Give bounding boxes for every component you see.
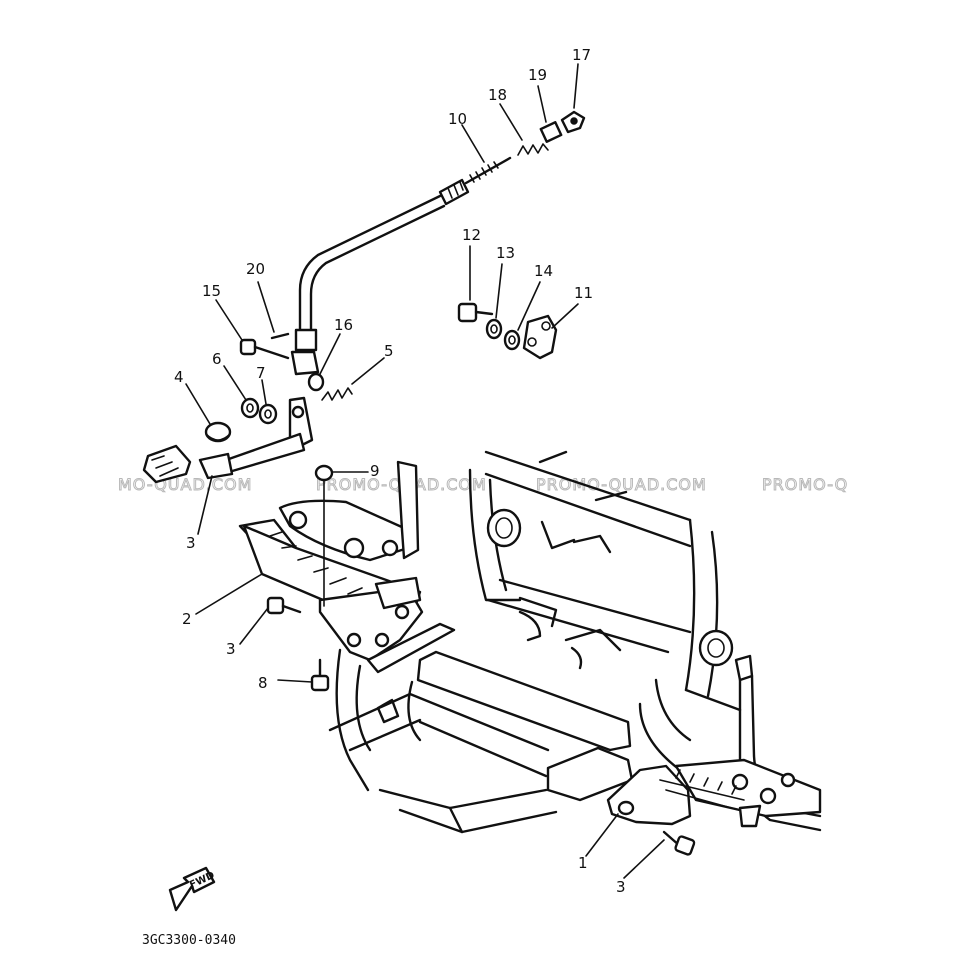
spring-17 [307, 372, 325, 392]
callout-21: 19 [528, 66, 547, 84]
bolt-16 [239, 338, 290, 360]
watermark-left: MO-QUAD.COM [118, 475, 252, 494]
washer-15 [503, 329, 521, 351]
spring-20 [517, 143, 549, 156]
callout-19: 17 [572, 46, 591, 64]
callout-11: 10 [448, 110, 467, 128]
brake-cable [290, 156, 512, 376]
bolt-13 [457, 302, 494, 323]
joint-19 [560, 110, 586, 134]
callout-2: 2 [182, 610, 192, 628]
callout-13: 12 [462, 226, 481, 244]
fwd-arrow-icon: FWD [168, 866, 216, 912]
callout-9: 8 [258, 674, 268, 692]
callout-labels: 17 19 18 10 12 13 14 11 20 15 16 5 6 7 4… [174, 46, 626, 896]
callout-17: 16 [334, 316, 353, 334]
callout-7: 6 [212, 350, 222, 368]
nut-10 [314, 464, 334, 482]
brake-pedal-4 [142, 396, 314, 484]
callout-18: 20 [246, 260, 265, 278]
callout-4: 3 [186, 534, 196, 552]
footrest-left-2 [238, 460, 424, 662]
footrest-right-1 [606, 654, 822, 832]
bracket-12 [522, 314, 558, 360]
bolt-3-left [266, 596, 302, 615]
callout-3-left: 3 [226, 640, 236, 658]
part-code: 3GC3300-0340 [142, 933, 236, 948]
callout-10: 9 [370, 462, 380, 480]
callout-12: 11 [574, 284, 593, 302]
cap-5 [204, 421, 232, 443]
callout-8: 7 [256, 364, 266, 382]
callout-14: 13 [496, 244, 515, 262]
callout-15: 14 [534, 262, 553, 280]
pin-18 [270, 332, 290, 340]
bolt-3-right [662, 830, 696, 856]
callout-6: 5 [384, 342, 394, 360]
spring-6 [321, 387, 353, 401]
callout-20: 18 [488, 86, 507, 104]
callout-16: 15 [202, 282, 221, 300]
leader-lines [185, 63, 665, 879]
watermark-right: PROMO-Q [762, 475, 848, 494]
bolt-9 [310, 658, 330, 692]
washer-7 [240, 397, 260, 419]
callout-1: 1 [578, 854, 588, 872]
washer-14 [485, 318, 503, 340]
callout-5: 4 [174, 368, 184, 386]
nut-21 [539, 121, 563, 143]
watermark-mid: PROMO-QUAD.COM [536, 475, 707, 494]
callout-3-right: 3 [616, 878, 626, 896]
washer-8 [258, 403, 278, 425]
